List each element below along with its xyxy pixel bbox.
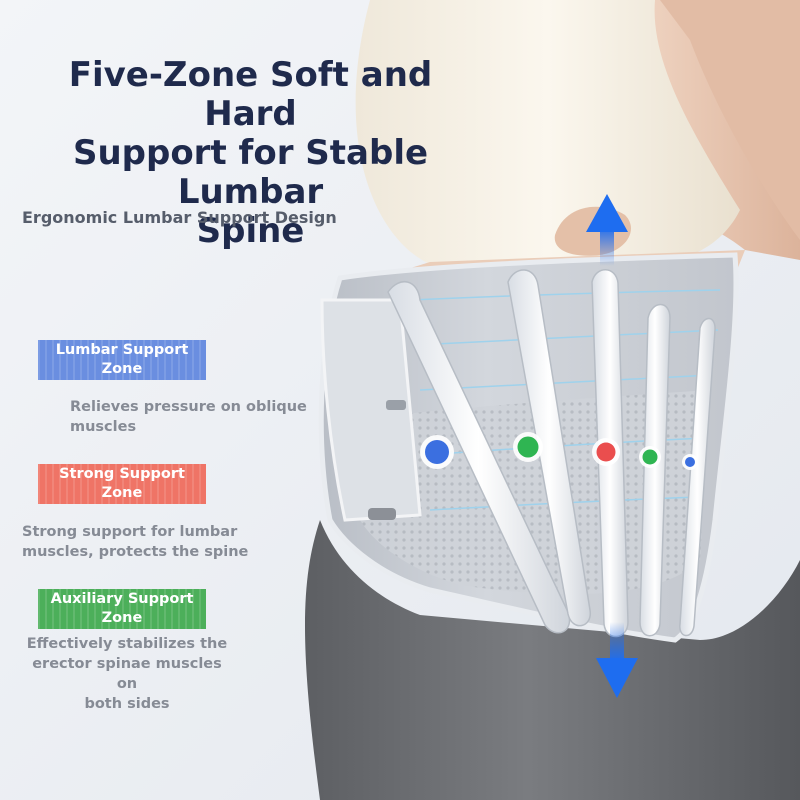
headline-line-1: Five-Zone Soft and Hard (68, 55, 433, 134)
zone-markers (420, 432, 698, 470)
sports-bra (355, 0, 740, 268)
auxiliary-support-zone-description: Effectively stabilizes the erector spina… (22, 634, 232, 714)
zone-3-label-line-2: Zone (101, 610, 143, 626)
headline: Five-Zone Soft and Hard Support for Stab… (18, 56, 483, 251)
strap-buckle (368, 508, 396, 520)
stitch-lines (409, 289, 721, 511)
stretch-arrow-up (586, 194, 628, 266)
zone-3-label-line-1: Auxiliary Support (50, 591, 194, 607)
zone-2-desc-line-1: Strong support for lumbar (22, 524, 238, 540)
strap-buckle-top (386, 400, 406, 410)
zone-1-desc-line-1: Relieves pressure on oblique (70, 399, 307, 415)
zone-1-label-line-1: Lumbar Support (55, 342, 189, 358)
subtitle: Ergonomic Lumbar Support Design (22, 208, 337, 227)
zone-3-desc-line-1: Effectively stabilizes the (26, 636, 228, 652)
lumbar-support-zone-badge: Lumbar Support Zone (38, 340, 206, 380)
headline-line-3: Spine (196, 211, 305, 251)
zone-3-desc-line-3: both sides (84, 696, 170, 712)
zone-dot-2-core (517, 436, 539, 458)
zone-2-label-line-2: Zone (101, 485, 143, 501)
zone-2-label-line-1: Strong Support (59, 466, 185, 482)
stay-2 (507, 269, 591, 627)
velcro-strap (320, 298, 422, 522)
zone-1-label-line-2: Zone (101, 361, 143, 377)
strong-support-zone-badge: Strong Support Zone (38, 464, 206, 504)
strong-support-zone-description: Strong support for lumbar muscles, prote… (22, 522, 282, 562)
zone-1-desc-line-2: muscles (70, 419, 137, 435)
zone-dot-4-core (642, 449, 658, 465)
headline-line-2: Support for Stable Lumbar (72, 133, 429, 212)
stay-5 (679, 317, 716, 637)
stay-4 (639, 303, 671, 637)
stretch-arrow-down (596, 622, 638, 698)
zone-dot-3-core (596, 442, 616, 462)
pants (305, 520, 800, 800)
zone-2-desc-line-2: muscles, protects the spine (22, 544, 249, 560)
auxiliary-support-zone-badge: Auxiliary Support Zone (38, 589, 206, 629)
zone-dot-1-core (425, 440, 449, 464)
zone-3-desc-line-2: erector spinae muscles on (32, 656, 222, 692)
upper-arm (660, 0, 800, 240)
lumbar-support-zone-description: Relieves pressure on oblique muscles (70, 397, 340, 437)
zone-dot-5-core (685, 457, 695, 467)
